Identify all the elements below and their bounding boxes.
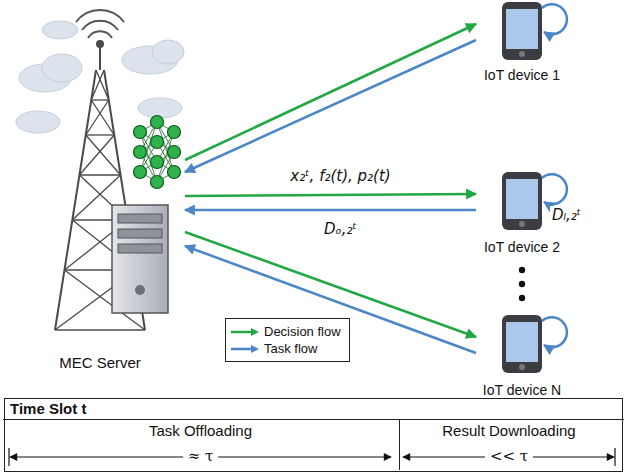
drawing-part [112,205,168,313]
drawing-part [519,281,525,287]
drawing-part [79,174,120,175]
drawing-part [16,111,60,133]
legend-sample [230,344,260,354]
edge-label: Dₗ,₂ᵗ [550,206,583,224]
legend-text: Decision flow [264,324,341,340]
drawing-part [502,2,542,60]
drawing-part [151,136,164,149]
self-loop-arrow [542,317,567,347]
drawing-part [86,134,115,135]
drawing-part [134,126,147,139]
drawing-part [519,51,525,57]
node-label: MEC Server [57,354,143,372]
legend-text: Task flow [264,341,317,357]
drawing-part [502,315,542,373]
drawing-part [91,100,114,135]
signal-waves [76,10,124,38]
drawing-part [151,156,164,169]
drawing-part [86,135,121,175]
neural-network [134,116,181,189]
legend-row: Decision flow [230,323,345,340]
dimension-arrows [9,448,615,466]
drawing-part [251,328,259,336]
device-node: IoT device 1 [476,0,568,84]
node-label: IoT device 1 [482,66,562,84]
drawing-part [91,70,104,100]
drawing-part [168,146,181,159]
self-loop-arrow [542,4,567,34]
drawing-part [134,146,147,159]
drawing-part [519,295,525,301]
clouds [16,21,184,133]
phones [502,2,542,373]
edge-label: x₂ᵗ, f₂(t), p₂(t) [288,167,392,185]
task-arrow [185,40,476,172]
duration-label: ≈ τ [183,447,219,465]
drawing-part [79,135,114,175]
node-label: IoT device 2 [482,238,562,256]
drawing-part [91,99,108,100]
node-label: Time Slot t [10,400,86,418]
task-arrow [185,209,476,212]
node-label: IoT device N [481,381,563,399]
drawing-part [82,21,118,30]
drawing-part [76,10,124,22]
drawing-part [97,41,103,47]
drawing-part [502,172,542,230]
drawing-part [151,176,164,189]
time-slot-box: Time Slot t Task Offloading ≈ τ Result Down… [4,398,623,472]
node-label: Result Downloading [394,422,624,440]
drawing-part [55,329,145,330]
phone-icon [502,315,542,373]
drawing-part [135,285,145,295]
drawing-part [118,244,162,253]
drawing-part [42,21,78,39]
drawing-part [152,40,184,64]
device-node: IoT device N [476,313,568,399]
decision-arrow [185,24,476,160]
server-box [112,205,168,313]
server-node: MEC Server [15,10,185,372]
drawing-part [42,54,82,82]
node-label: Task Offloading [3,422,399,440]
edge-label: Dₒ,₂ᵗ [322,220,359,238]
phone-icon [502,2,542,60]
decision-arrow [185,194,476,196]
phase-cell: Task Offloading ≈ τ [3,419,400,470]
drawing-part [118,229,162,238]
drawing-part [231,330,252,333]
drawing-part [506,9,538,49]
drawing-part [506,322,538,362]
drawing-part [55,70,96,330]
legend-sample [230,327,260,337]
drawing-part [251,345,259,353]
legend-row: Task flow [230,340,345,357]
phase-cell: Result Downloading << τ [394,419,624,470]
drawing-part [168,126,181,139]
drawing-part [118,214,162,223]
phone-icon [502,172,542,230]
duration-label: << τ [485,447,533,465]
drawing-part [138,98,182,118]
drawing-part [506,179,538,219]
legend-box: Decision flowTask flow [225,318,350,362]
drawing-part [614,448,615,466]
drawing-part [151,116,164,129]
drawing-part [86,100,109,135]
self-loop-arrow [542,174,567,204]
ellipsis-dots [519,267,525,301]
drawing-part [519,267,525,273]
drawing-part [134,166,147,179]
drawing-part [519,364,525,370]
drawing-part [88,31,112,38]
drawing-part [231,347,252,350]
drawing-part [168,166,181,179]
drawing-part [519,221,525,227]
drawing-part [8,448,9,466]
